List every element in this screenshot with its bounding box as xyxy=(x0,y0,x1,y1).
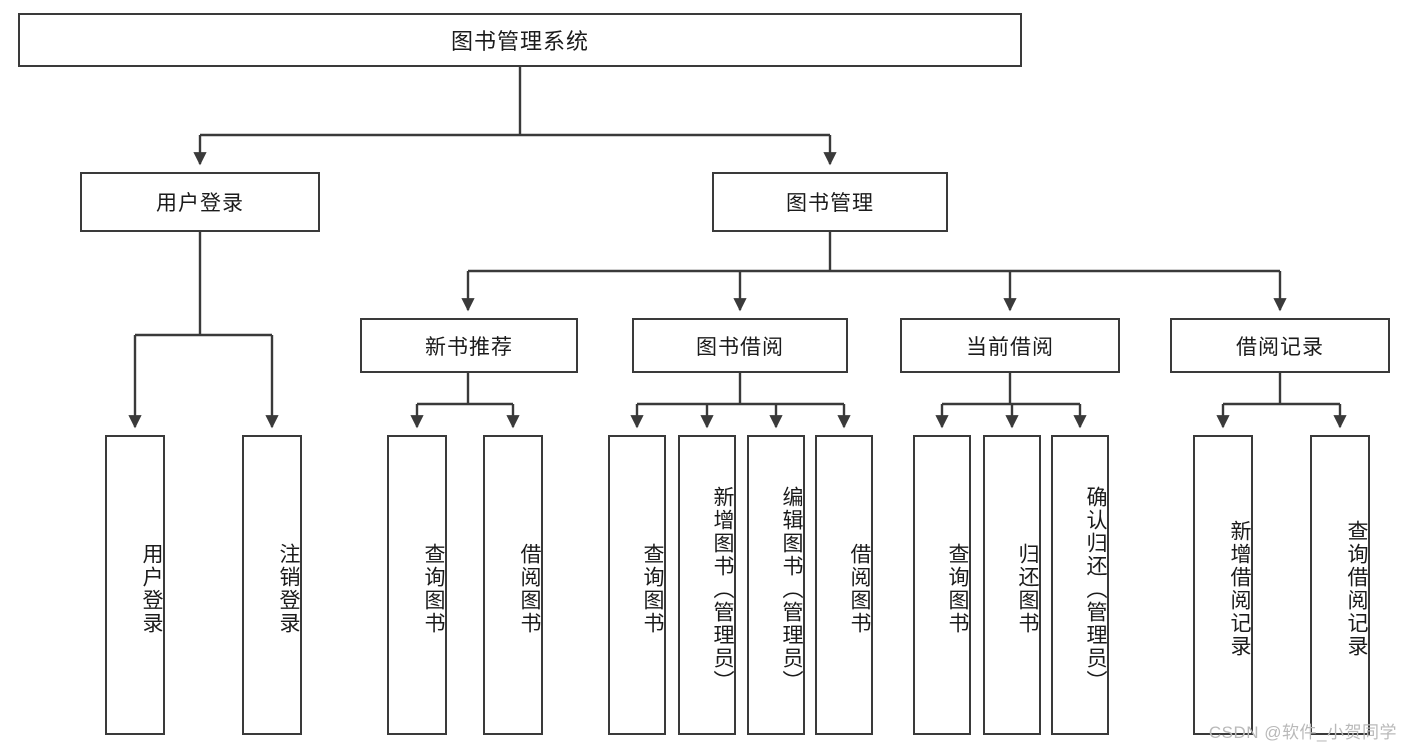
leaf-current-borrow-confirm-return-admin[interactable]: 确认归还（管理员） xyxy=(1051,435,1109,735)
csdn-watermark: CSDN @软件_小贺同学 xyxy=(1208,723,1397,742)
leaf-book-borrow-add-book-admin[interactable]: 新增图书（管理员） xyxy=(678,435,736,735)
leaf-new-book-borrow-book[interactable]: 借阅图书 xyxy=(483,435,543,735)
node-borrow-record[interactable]: 借阅记录 xyxy=(1170,318,1390,373)
leaf-borrow-record-query-record[interactable]: 查询借阅记录 xyxy=(1310,435,1370,735)
leaf-user-login-logout[interactable]: 注销登录 xyxy=(242,435,302,735)
node-user-login[interactable]: 用户登录 xyxy=(80,172,320,232)
node-current-borrow[interactable]: 当前借阅 xyxy=(900,318,1120,373)
node-new-book-recommend[interactable]: 新书推荐 xyxy=(360,318,578,373)
leaf-book-borrow-edit-book-admin[interactable]: 编辑图书（管理员） xyxy=(747,435,805,735)
node-book-borrow[interactable]: 图书借阅 xyxy=(632,318,848,373)
leaf-borrow-record-add-record[interactable]: 新增借阅记录 xyxy=(1193,435,1253,735)
leaf-book-borrow-borrow-book[interactable]: 借阅图书 xyxy=(815,435,873,735)
leaf-current-borrow-query-book[interactable]: 查询图书 xyxy=(913,435,971,735)
node-book-management[interactable]: 图书管理 xyxy=(712,172,948,232)
leaf-new-book-query-book[interactable]: 查询图书 xyxy=(387,435,447,735)
leaf-book-borrow-query-book[interactable]: 查询图书 xyxy=(608,435,666,735)
node-root-book-management-system[interactable]: 图书管理系统 xyxy=(18,13,1022,67)
leaf-current-borrow-return-book[interactable]: 归还图书 xyxy=(983,435,1041,735)
leaf-user-login-login[interactable]: 用户登录 xyxy=(105,435,165,735)
